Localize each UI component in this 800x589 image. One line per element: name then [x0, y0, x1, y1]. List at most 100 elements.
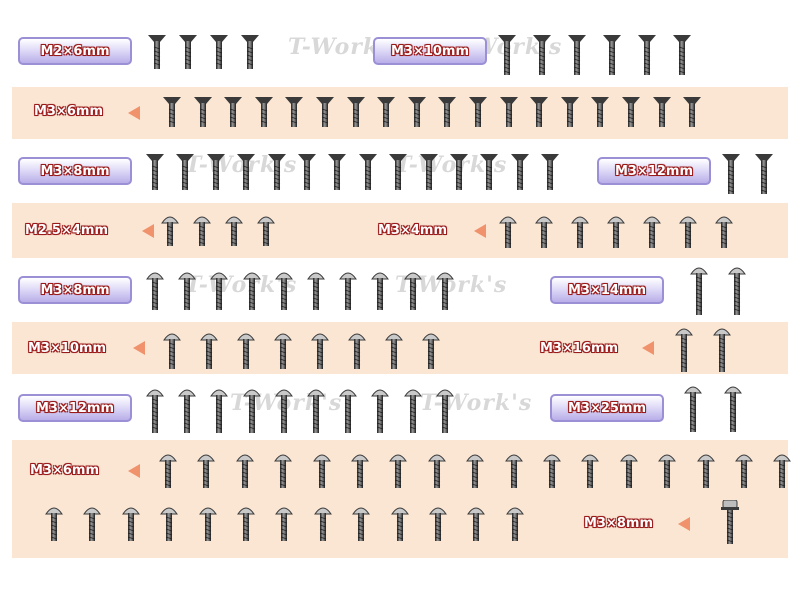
- screw-button-icon: [534, 214, 554, 252]
- screw-button-icon: [696, 452, 716, 492]
- screw-button-icon: [121, 505, 141, 545]
- label-m3x10-button: M3×10mm: [28, 341, 107, 356]
- screw-countersunk-icon: [209, 35, 229, 73]
- screw-button-icon: [273, 452, 293, 492]
- screw-countersunk-icon: [206, 154, 226, 194]
- screw-button-icon: [306, 387, 326, 437]
- screw-countersunk-icon: [449, 154, 469, 194]
- screw-button-icon: [723, 384, 743, 436]
- screw-countersunk-icon: [193, 97, 213, 131]
- screw-button-icon: [403, 387, 423, 437]
- label-m3x8-button: M3×8mm: [18, 276, 132, 304]
- label-m3x6-countersunk: M3×6mm: [34, 104, 104, 119]
- screw-countersunk-icon: [267, 154, 287, 194]
- screw-countersunk-icon: [178, 35, 198, 73]
- screw-button-icon: [678, 214, 698, 252]
- screw-countersunk-icon: [468, 97, 488, 131]
- screw-button-icon: [714, 214, 734, 252]
- screw-countersunk-icon: [240, 35, 260, 73]
- screw-button-icon: [427, 452, 447, 492]
- screw-button-icon: [370, 387, 390, 437]
- screw-button-icon: [198, 505, 218, 545]
- screw-button-icon: [235, 452, 255, 492]
- screw-button-icon: [209, 387, 229, 437]
- screw-button-icon: [313, 505, 333, 545]
- screw-button-icon: [403, 270, 423, 314]
- screw-button-icon: [466, 505, 486, 545]
- screw-countersunk-icon: [499, 97, 519, 131]
- screw-countersunk-icon: [145, 154, 165, 194]
- screw-countersunk-icon: [682, 97, 702, 131]
- screw-button-icon: [542, 452, 562, 492]
- screw-button-icon: [350, 452, 370, 492]
- arrow-m3x6-button: [128, 464, 140, 478]
- screw-button-icon: [498, 214, 518, 252]
- arrow-m3x4-button: [474, 224, 486, 238]
- label-m3x16-button: M3×16mm: [540, 341, 619, 356]
- screw-button-icon: [727, 265, 747, 319]
- screw-countersunk-icon: [147, 35, 167, 73]
- arrow-m3x6-countersunk: [128, 106, 140, 120]
- screw-button-icon: [177, 387, 197, 437]
- screw-button-icon: [209, 270, 229, 314]
- screw-button-icon: [273, 331, 293, 373]
- screw-button-icon: [388, 452, 408, 492]
- screw-countersunk-icon: [510, 154, 530, 194]
- screw-flanged-icon: [720, 499, 740, 548]
- screw-button-icon: [82, 505, 102, 545]
- screw-button-icon: [384, 331, 404, 373]
- screw-button-icon: [683, 384, 703, 436]
- screw-countersunk-icon: [346, 97, 366, 131]
- screw-countersunk-icon: [175, 154, 195, 194]
- screw-countersunk-icon: [419, 154, 439, 194]
- screw-button-icon: [312, 452, 332, 492]
- screw-button-icon: [44, 505, 64, 545]
- screw-button-icon: [435, 270, 455, 314]
- screw-countersunk-icon: [532, 35, 552, 79]
- screw-button-icon: [236, 505, 256, 545]
- label-m3x6-button: M3×6mm: [30, 463, 100, 478]
- screw-button-icon: [689, 265, 709, 319]
- screw-countersunk-icon: [621, 97, 641, 131]
- screw-button-icon: [390, 505, 410, 545]
- screw-button-icon: [306, 270, 326, 314]
- screw-button-icon: [570, 214, 590, 252]
- screw-countersunk-icon: [540, 154, 560, 194]
- screw-button-icon: [505, 505, 525, 545]
- screw-button-icon: [177, 270, 197, 314]
- arrow-m3x8-flanged: [678, 517, 690, 531]
- screw-button-icon: [421, 331, 441, 373]
- screw-button-icon: [158, 452, 178, 492]
- screw-button-icon: [338, 387, 358, 437]
- screw-countersunk-icon: [754, 154, 774, 198]
- screw-button-icon: [160, 214, 180, 250]
- screw-button-icon: [642, 214, 662, 252]
- screw-button-icon: [162, 331, 182, 373]
- screw-button-icon: [159, 505, 179, 545]
- screw-countersunk-icon: [376, 97, 396, 131]
- label-m3x12-button: M3×12mm: [18, 394, 132, 422]
- screw-button-icon: [351, 505, 371, 545]
- label-m3x12-countersunk: M3×12mm: [597, 157, 711, 185]
- screw-countersunk-icon: [162, 97, 182, 131]
- screw-button-icon: [734, 452, 754, 492]
- screw-button-icon: [465, 452, 485, 492]
- screw-countersunk-icon: [590, 97, 610, 131]
- screw-button-icon: [192, 214, 212, 250]
- label-m2x6-countersunk: M2×6mm: [18, 37, 132, 65]
- screw-button-icon: [242, 270, 262, 314]
- screw-button-icon: [606, 214, 626, 252]
- label-m3x8-countersunk: M3×8mm: [18, 157, 132, 185]
- screw-button-icon: [145, 270, 165, 314]
- screw-countersunk-icon: [327, 154, 347, 194]
- screw-countersunk-icon: [223, 97, 243, 131]
- screw-countersunk-icon: [284, 97, 304, 131]
- screw-button-icon: [580, 452, 600, 492]
- screw-countersunk-icon: [479, 154, 499, 194]
- screw-button-icon: [674, 326, 694, 376]
- screw-countersunk-icon: [407, 97, 427, 131]
- screw-button-icon: [504, 452, 524, 492]
- screw-countersunk-icon: [560, 97, 580, 131]
- screw-button-icon: [619, 452, 639, 492]
- screw-countersunk-icon: [315, 97, 335, 131]
